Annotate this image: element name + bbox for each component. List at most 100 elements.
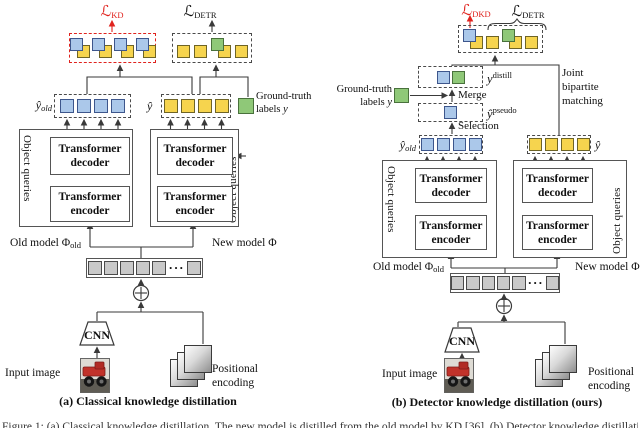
y-hat-box [527,135,591,154]
cnn-label: CNN [449,334,475,348]
blue-square [436,70,450,84]
y-old-box [54,94,131,118]
feature-token-row: ··· [86,258,203,278]
y-hat-label: ŷ [147,99,153,113]
y-hat-box [161,94,231,118]
yellow-square [528,138,542,151]
ground-truth-square [394,88,409,103]
object-queries-left-label: Object queries [21,135,33,202]
yellow-square [576,138,590,151]
input-image-photo [444,358,474,393]
gray-square [512,276,526,290]
green-square [502,29,515,42]
old-model-label: Old model Φold [10,237,82,250]
gray-square [496,276,511,290]
blue-square [91,38,105,51]
blue-square [69,38,83,51]
blue-yellow-pair [135,38,156,58]
positional-encoding-stack [184,345,212,373]
ground-truth-label: Ground-truth labels y [256,91,312,115]
loss-dkd-label: ℒDKD [461,1,491,19]
yellow-square [525,36,538,49]
y-distill-box [418,66,483,88]
green-square [210,38,224,51]
yellow-square [234,45,248,58]
gray-square [466,276,480,290]
blue-square [463,29,476,42]
blue-square [468,138,482,151]
gray-square [451,276,465,290]
yellow-square [486,36,499,49]
y-old-box [419,135,483,154]
yellow-square [214,99,229,113]
blue-square [436,138,450,151]
new-model-label: New model Φ [575,261,640,273]
figure-caption: Figure 1: (a) Classical knowledge distil… [2,421,638,428]
blue-yellow-pair [91,38,112,58]
blue-square [77,99,91,113]
green-yellow-pair [210,38,231,58]
caption-b: (b) Detector knowledge distillation (our… [391,395,603,409]
panel-classical-kd: ℒKD ℒDETR ŷold ŷ Ground-truth labels y O… [5,2,312,408]
positional-encoding-stack [549,345,577,373]
yellow-square [544,138,558,151]
add-icon [132,284,150,302]
add-icon [495,297,513,315]
blue-square [60,99,74,113]
ellipsis: ··· [527,275,544,290]
yellow-square [560,138,574,151]
gray-square [481,276,495,290]
loss-detr-label: ℒDETR [183,2,217,20]
caption-a: (a) Classical knowledge distillation [59,394,237,408]
gray-square [88,261,103,275]
yellow-square [193,45,207,58]
merge-label: Merge [458,89,487,101]
gray-square [152,261,167,275]
cnn-label: CNN [84,328,110,342]
blue-yellow-pair [69,38,90,58]
blue-yellow-pair [113,38,134,58]
ground-truth-label: Ground-truth labels y [336,84,392,108]
y-distill-label: ydistill [487,70,512,86]
gray-square [120,261,135,275]
selection-label: Selection [458,120,499,132]
yellow-square [176,45,190,58]
object-queries-right-label: Object queries [611,187,623,254]
loss-detr-label: ℒDETR [511,2,545,20]
blue-square [452,138,466,151]
y-old-label: ŷold [35,98,52,114]
yellow-square [197,99,212,113]
input-image-label: Input image [5,367,61,379]
yellow-square [163,99,178,113]
matched-output-box [458,25,543,53]
gray-square [186,261,201,275]
old-model-label: Old model Φold [373,261,445,274]
y-hat-label: ŷ [595,138,601,152]
new-model-label: New model Φ [212,237,277,249]
blue-square [94,99,108,113]
yellow-square [180,99,195,113]
blue-square [111,99,125,113]
gray-square [104,261,119,275]
y-old-label: ŷold [399,138,416,154]
ground-truth-square [238,98,254,114]
gray-square [136,261,151,275]
blue-yellow-pair [463,29,483,49]
green-yellow-pair [502,29,522,49]
detr-matched-box [172,33,252,63]
input-image-photo [80,358,110,393]
loss-kd-label: ℒKD [100,2,124,20]
kd-pairs-box [69,33,156,63]
blue-square [113,38,127,51]
